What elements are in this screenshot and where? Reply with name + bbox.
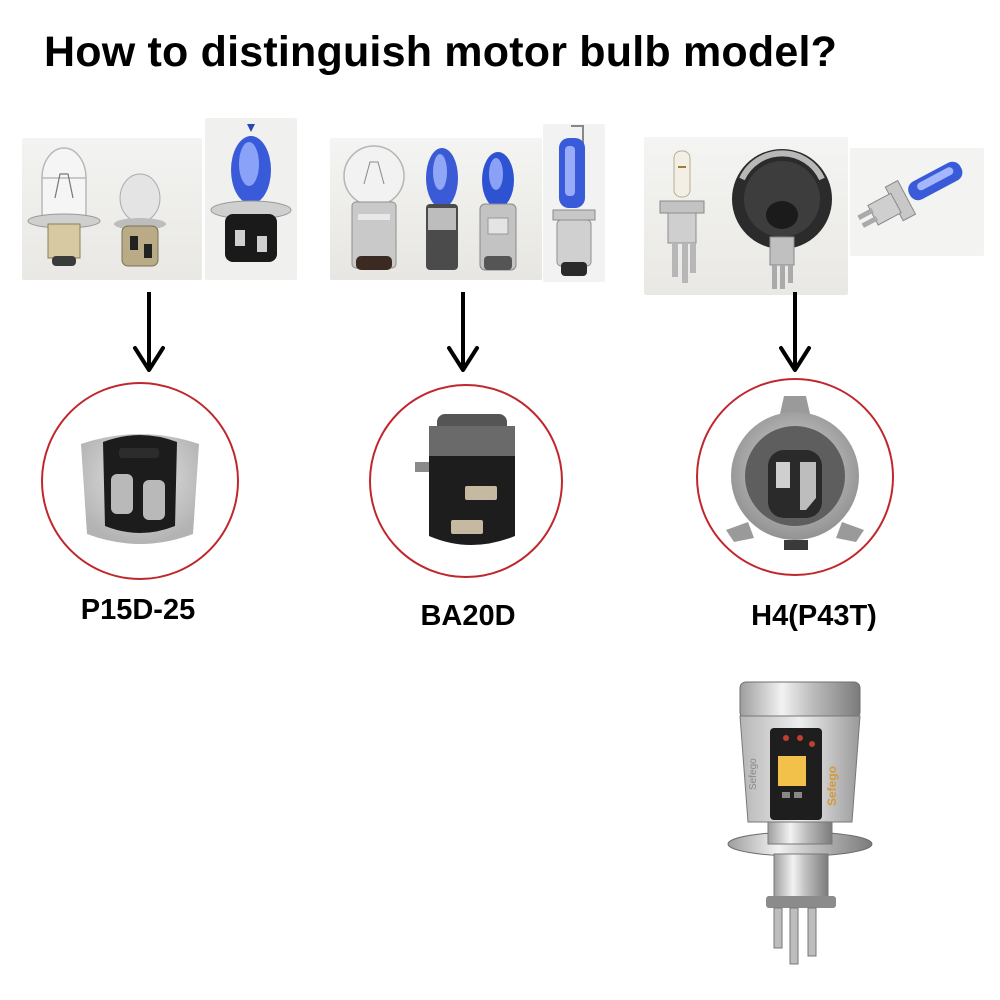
h4-base-closeup <box>696 378 894 576</box>
type-label-p15d: P15D-25 <box>80 594 196 626</box>
p15d-bulb-photos <box>22 138 202 280</box>
h4-blue-bulb-photo <box>850 148 984 256</box>
p15d-base-closeup <box>41 382 239 580</box>
svg-text:Sefego: Sefego <box>748 758 759 790</box>
arrow-down-icon <box>447 292 479 372</box>
ba20d-h6-bulb-photo <box>543 124 605 282</box>
arrow-down-icon <box>779 292 811 372</box>
arrow-down-icon <box>133 292 165 372</box>
svg-text:Sefego: Sefego <box>825 766 839 806</box>
ba20d-base-closeup <box>369 384 563 578</box>
type-label-h4: H4(P43T) <box>751 600 877 632</box>
page-title: How to distinguish motor bulb model? <box>44 28 838 76</box>
type-label-ba20d: BA20D <box>420 600 516 632</box>
p15d-blue-bulb-photo <box>205 118 297 280</box>
ba20d-bulb-photos <box>330 138 542 280</box>
led-h4-product-photo: Sefego Sefego <box>726 672 876 972</box>
h4-bulb-photos <box>644 137 848 295</box>
